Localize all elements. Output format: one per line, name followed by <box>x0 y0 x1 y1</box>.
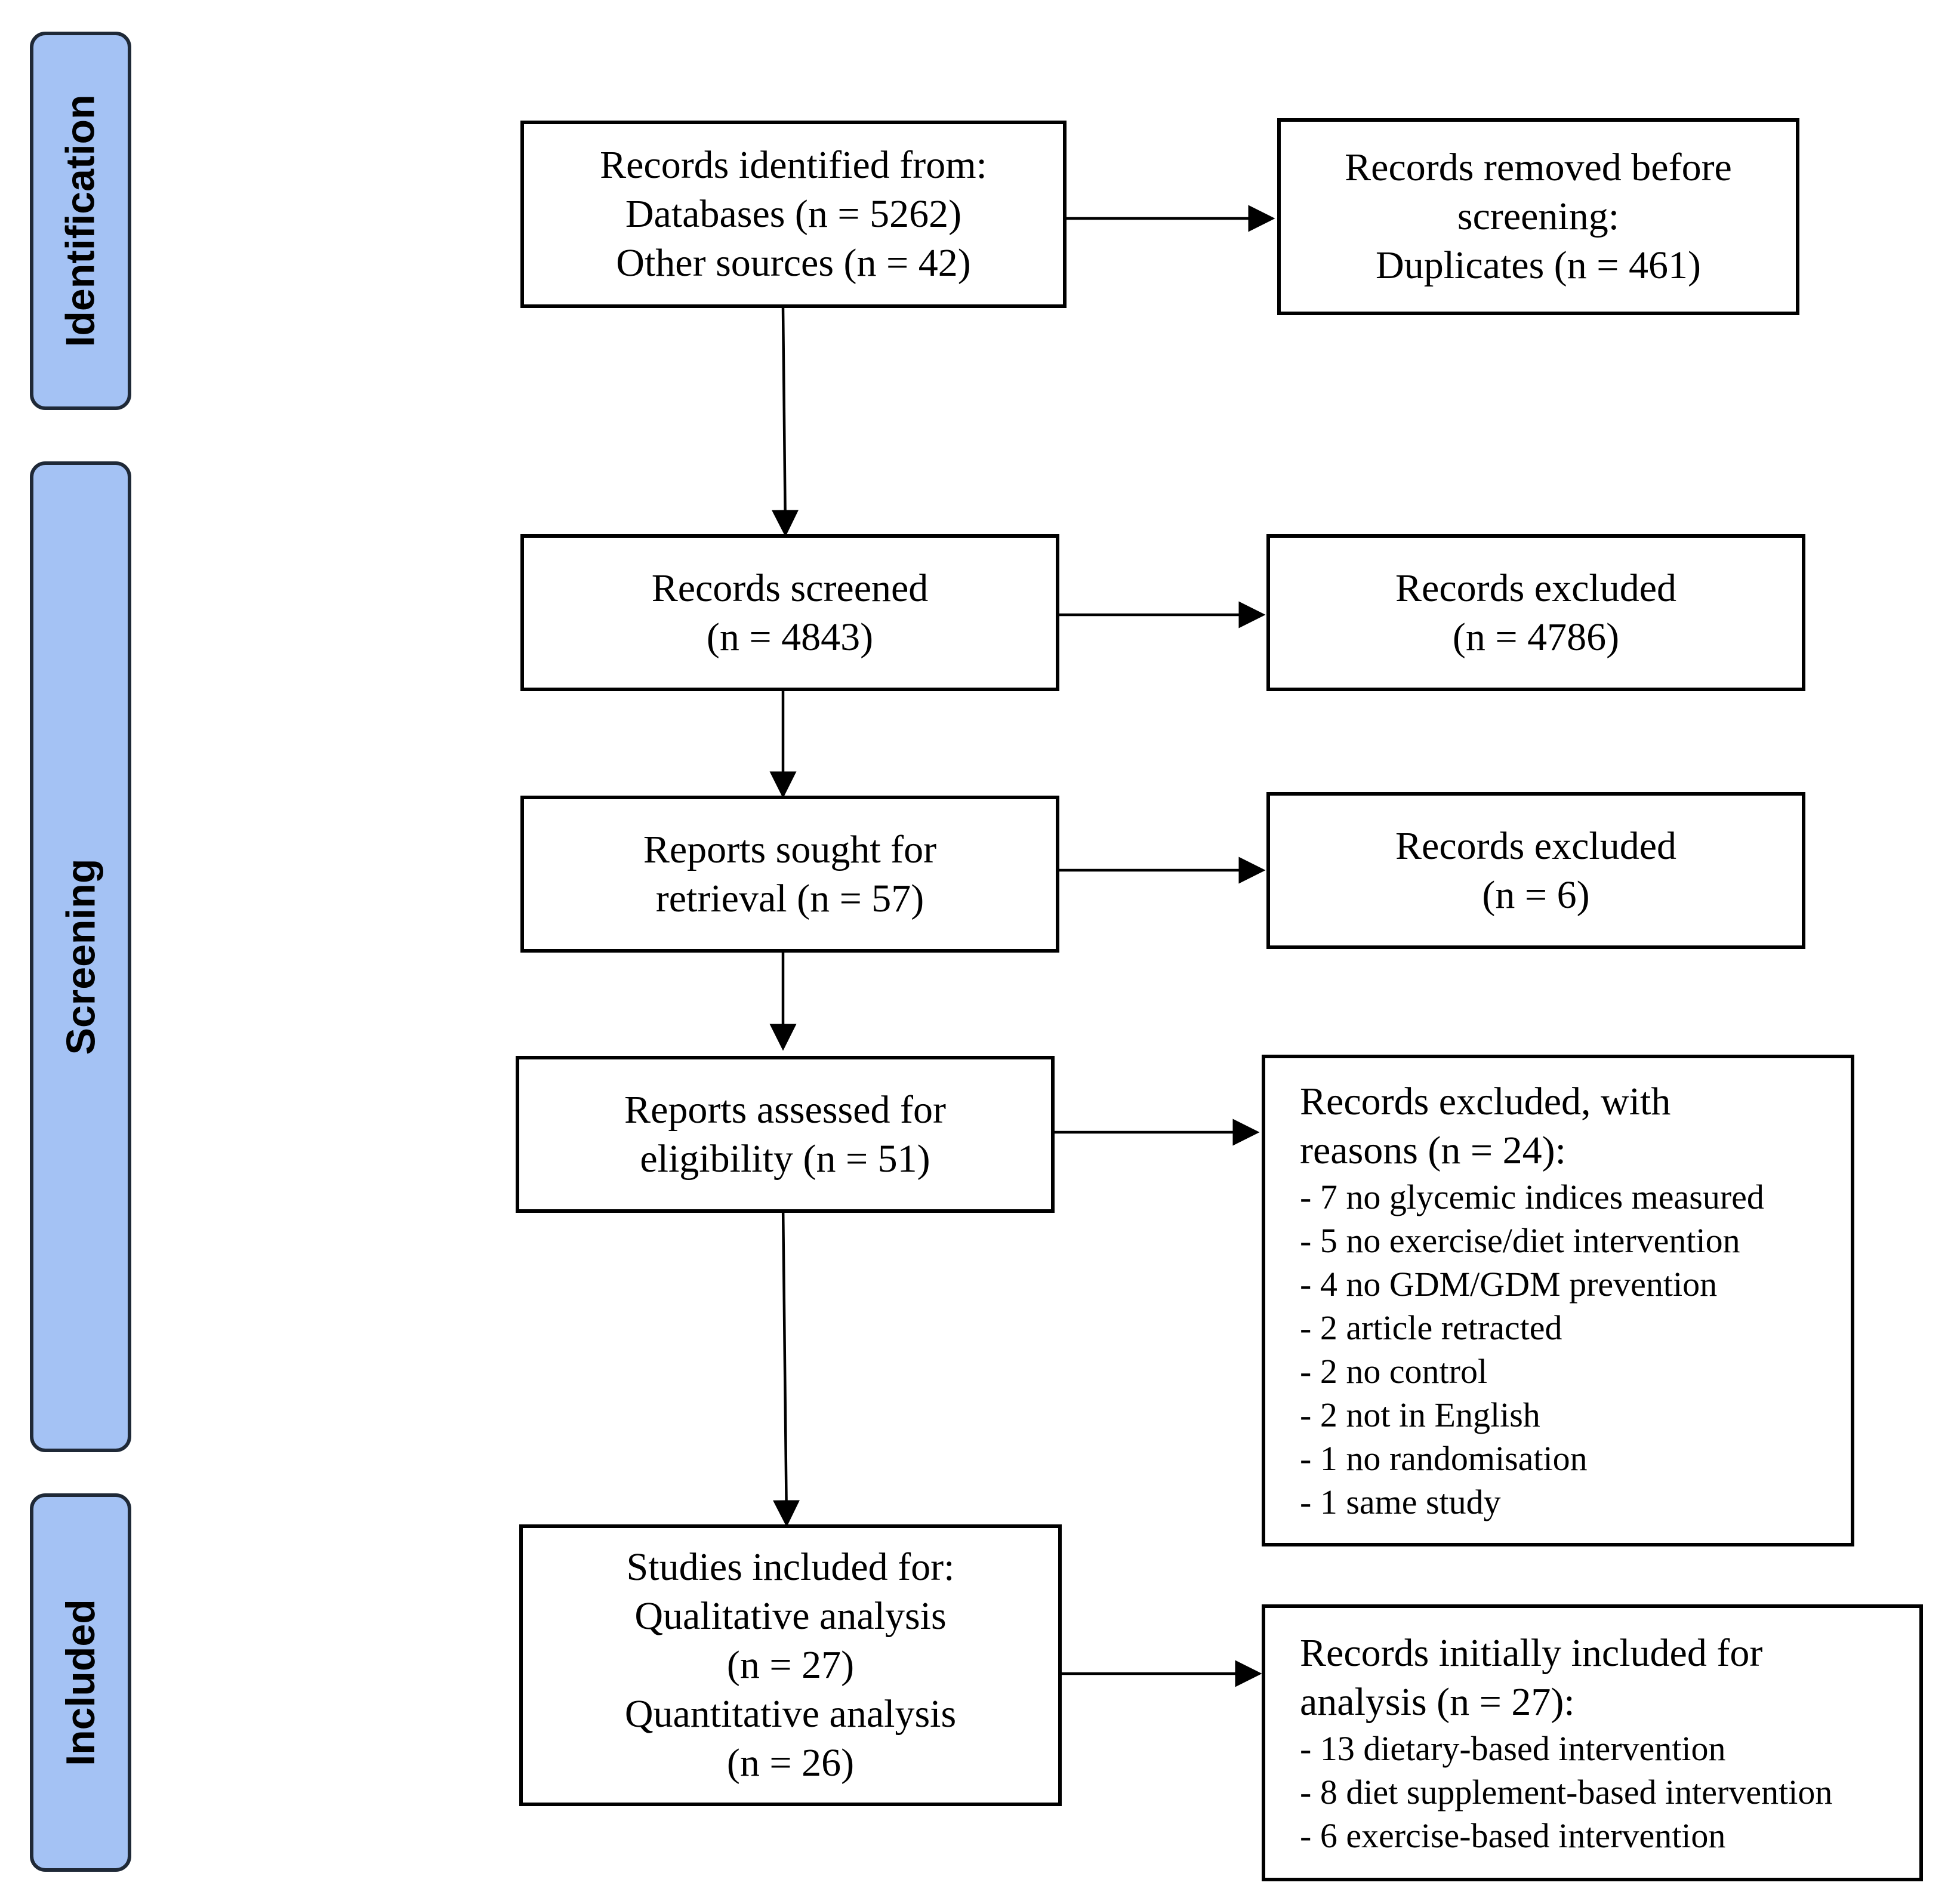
inclusion-category: - 6 exercise-based intervention <box>1300 1816 1726 1855</box>
inclusion-category: - 8 diet supplement-based intervention <box>1300 1772 1833 1811</box>
flow-arrows <box>769 205 1275 1687</box>
phase-screening: Screening <box>30 461 131 1452</box>
exclusion-reason: - 5 no exercise/diet intervention <box>1300 1221 1740 1260</box>
exclusion-reason: - 2 not in English <box>1300 1395 1540 1434</box>
phase-identification-label: Identification <box>58 94 104 347</box>
exclusion-reason: - 1 no randomisation <box>1300 1439 1588 1478</box>
box-records-screened: Records screened (n = 4843) <box>520 534 1059 691</box>
box-records-removed: Records removed before screening: Duplic… <box>1277 118 1799 315</box>
exclusion-reason: - 7 no glycemic indices measured <box>1300 1178 1764 1216</box>
exclusion-reason: - 2 no control <box>1300 1352 1488 1391</box>
phase-identification: Identification <box>30 32 131 410</box>
arrow-assessed-to-included <box>773 1204 800 1527</box>
box-records-identified: Records identified from: Databases (n = … <box>520 121 1067 308</box>
prisma-flow-diagram: Identification Screening Included Record… <box>30 30 1942 1897</box>
box-records-excluded-retrieval: Records excluded (n = 6) <box>1266 792 1805 949</box>
box-reports-sought: Reports sought for retrieval (n = 57) <box>520 796 1059 953</box>
phase-included-label: Included <box>58 1599 104 1766</box>
inclusion-category: - 13 dietary-based intervention <box>1300 1729 1726 1768</box>
box-records-excluded-screening: Records excluded (n = 4786) <box>1266 534 1805 691</box>
phase-screening-label: Screening <box>58 858 103 1055</box>
exclusion-reason: - 2 article retracted <box>1300 1308 1562 1347</box>
exclusion-reason: - 1 same study <box>1300 1483 1501 1521</box>
phase-included: Included <box>30 1493 131 1872</box>
box-records-excluded-reasons: Records excluded, with reasons (n = 24):… <box>1262 1055 1854 1546</box>
box-reports-assessed: Reports assessed for eligibility (n = 51… <box>516 1056 1055 1213</box>
arrow-identified-to-screened <box>772 307 799 537</box>
exclusion-reason: - 4 no GDM/GDM prevention <box>1300 1265 1718 1304</box>
box-studies-included: Studies included for: Qualitative analys… <box>519 1524 1062 1806</box>
box-records-initially-included: Records initially included for analysis … <box>1262 1604 1923 1881</box>
